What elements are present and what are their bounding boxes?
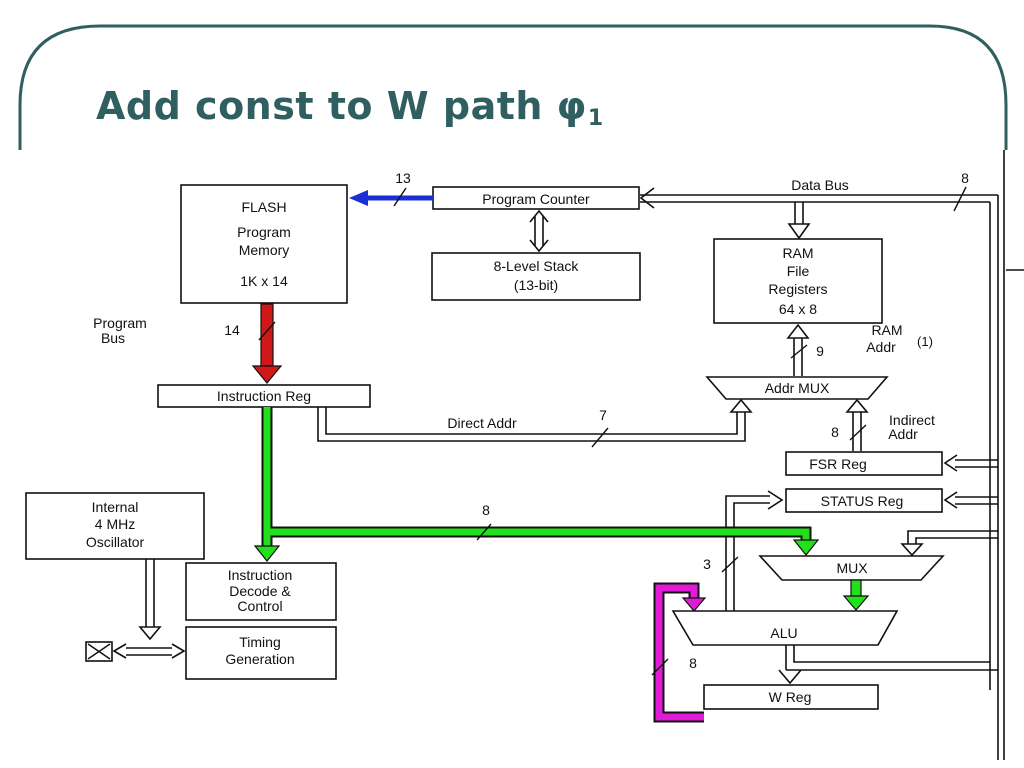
width-program-bus: 14 (224, 322, 240, 338)
oscillator-label-2: 4 MHz (95, 516, 135, 532)
direct-addr-label: Direct Addr (447, 415, 517, 431)
tick-program-bus (258, 321, 276, 341)
flash-label-1: FLASH (241, 199, 286, 215)
tick-alu-status (721, 556, 739, 573)
indirect-addr-path (845, 398, 869, 451)
tick-data-bus (953, 186, 967, 212)
width-alu-status: 3 (703, 556, 711, 572)
data-bus-top (640, 194, 998, 203)
ram-label-1: RAM (782, 245, 813, 261)
fsr-tap (943, 454, 998, 472)
decode-label-2: Decode & (229, 583, 291, 599)
data-bus-right (989, 195, 999, 760)
ram-box (713, 238, 883, 324)
pc-in-arrow (639, 187, 655, 209)
indirect-addr-label-2: Addr (888, 426, 918, 442)
timing-label-1: Timing (239, 634, 281, 650)
status-reg-label: STATUS Reg (821, 493, 904, 509)
mux-to-ram (786, 323, 810, 376)
crystal-x-icon (87, 643, 111, 660)
alu-label: ALU (770, 625, 797, 641)
status-tap (943, 491, 998, 509)
ram-label-3: Registers (768, 281, 827, 297)
data-bus-edge (1003, 150, 1024, 760)
pc-flash-arrow (349, 190, 368, 206)
alu-status-path (725, 490, 784, 611)
program-counter-label: Program Counter (482, 191, 590, 207)
decode-label-3: Control (237, 598, 282, 614)
ram-addr-label-1: RAM (871, 322, 902, 338)
stack-label-1: 8-Level Stack (494, 258, 580, 274)
ram-addr-note: (1) (917, 334, 933, 349)
ram-label-4: 64 x 8 (779, 301, 817, 317)
width-ir-mux: 8 (482, 502, 490, 518)
width-ram-addr: 9 (816, 343, 824, 359)
w-reg-label: W Reg (769, 689, 812, 705)
tick-w-feedback (651, 658, 669, 676)
w-feedback-fill (655, 584, 704, 721)
mux-alu-arrow (842, 595, 870, 611)
stack-label-2: (13-bit) (514, 277, 558, 293)
slide-frame (18, 24, 1008, 150)
oscillator-label-1: Internal (92, 499, 139, 515)
instruction-reg-label: Instruction Reg (217, 388, 311, 404)
width-indirect-addr: 8 (831, 424, 839, 440)
crystal-link (112, 643, 186, 659)
flash-label-4: 1K x 14 (240, 273, 288, 289)
timing-box (185, 626, 337, 680)
w-feedback-arrow (681, 597, 707, 612)
ram-addr-label-2: Addr (866, 339, 896, 355)
program-bus-arrow (251, 365, 283, 384)
flash-memory-box (180, 184, 348, 304)
decode-label-1: Instruction (228, 567, 293, 583)
mux-bus-tap (900, 530, 998, 557)
program-bus-label-2: Bus (101, 330, 125, 346)
direct-addr-path (317, 398, 753, 442)
literal-path-fill (263, 407, 810, 546)
tick-pc-flash (393, 187, 407, 207)
width-direct-addr: 7 (599, 407, 607, 423)
slide-title: Add const to W path φ1 (96, 84, 604, 131)
literal-path (261, 407, 812, 546)
program-bus-label-1: Program (93, 315, 147, 331)
slide-title-subscript: 1 (587, 106, 604, 131)
stack-box (431, 252, 641, 301)
timing-label-2: Generation (225, 651, 294, 667)
indirect-addr-label-1: Indirect (889, 412, 935, 428)
addr-mux-label: Addr MUX (765, 380, 830, 396)
data-bus-label: Data Bus (791, 177, 849, 193)
literal-to-mux-arrow (792, 539, 820, 556)
w-reg-box (703, 684, 879, 710)
tick-ir-mux (476, 523, 492, 541)
mux-shape (758, 555, 945, 581)
oscillator-label-3: Oscillator (86, 534, 145, 550)
tick-indirect (849, 424, 867, 441)
fsr-reg-box (785, 451, 943, 476)
mux-label: MUX (836, 560, 868, 576)
slide-title-text: Add const to W path φ (96, 84, 587, 128)
alu-to-wreg (778, 645, 998, 685)
literal-to-decode-arrow (253, 545, 281, 562)
tick-direct-addr (591, 427, 609, 448)
decode-box (185, 562, 337, 621)
osc-down (138, 559, 162, 641)
width-data-bus: 8 (961, 170, 969, 186)
oscillator-box (25, 492, 205, 560)
ram-label-2: File (787, 263, 810, 279)
data-to-ram (787, 202, 811, 240)
alu-shape (671, 610, 899, 646)
status-reg-box (785, 488, 943, 513)
fsr-reg-label: FSR Reg (809, 456, 867, 472)
tick-ram-addr (790, 344, 808, 359)
flash-label-2: Program (237, 224, 291, 240)
addr-mux-shape (705, 376, 889, 400)
mux-alu-bus (850, 579, 862, 597)
width-w-feedback: 8 (689, 655, 697, 671)
flash-label-3: Memory (239, 242, 290, 258)
stack-link (529, 209, 549, 253)
width-pc-flash: 13 (395, 170, 411, 186)
